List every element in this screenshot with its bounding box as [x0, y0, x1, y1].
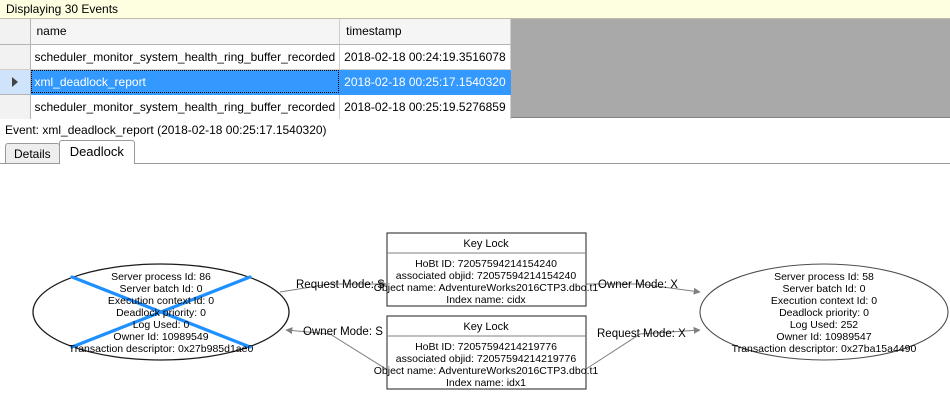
tab-strip: Details Deadlock — [0, 140, 950, 164]
edge-label-request-mode-x: Request Mode: X — [597, 328, 686, 340]
key-lock-bottom-line-3: Index name: idx1 — [446, 377, 526, 389]
process-right-line-0: Server process Id: 58 — [774, 271, 874, 283]
deadlock-graph-canvas[interactable]: Request Mode: S Owner Mode: X Owner Mode… — [0, 164, 950, 400]
cell-name[interactable]: scheduler_monitor_system_health_ring_buf… — [30, 94, 341, 120]
key-lock-top-title: Key Lock — [463, 238, 509, 250]
events-table: name timestamp scheduler_monitor_system_… — [0, 19, 511, 120]
cell-timestamp[interactable]: 2018-02-18 00:25:17.1540320 — [339, 69, 511, 95]
cell-name[interactable]: xml_deadlock_report — [30, 69, 341, 95]
victim-cross-icon — [70, 275, 252, 349]
edge-right-owner-top: Owner Mode: X — [586, 279, 701, 295]
edge-left-request-top: Request Mode: S — [279, 279, 387, 293]
table-row[interactable]: scheduler_monitor_system_health_ring_buf… — [0, 94, 511, 120]
key-lock-top-line-2: Object name: AdventureWorks2016CTP3.dbo.… — [374, 282, 599, 294]
row-selector-cell-current[interactable] — [0, 69, 31, 95]
process-left-line-0: Server process Id: 86 — [111, 271, 211, 283]
key-lock-top-line-0: HoBt ID: 72057594214154240 — [415, 258, 557, 270]
column-header-selector — [0, 19, 31, 45]
process-right-line-3: Deadlock priority: 0 — [779, 307, 869, 319]
resource-node-key-lock-bottom[interactable]: Key Lock HoBt ID: 72057594214219776 asso… — [374, 315, 599, 390]
key-lock-top-frame[interactable] — [386, 232, 587, 307]
displaying-events-banner: Displaying 30 Events — [0, 0, 950, 19]
key-lock-bottom-title: Key Lock — [463, 321, 509, 333]
process-right-line-1: Server batch Id: 0 — [783, 283, 866, 295]
row-selector-cell[interactable] — [0, 94, 31, 120]
process-left-line-6: Transaction descriptor: 0x27b985d1ae0 — [69, 343, 254, 355]
table-header-row: name timestamp — [0, 19, 511, 45]
edge-label-request-mode-s: Request Mode: S — [296, 279, 385, 291]
process-right-line-2: Execution context Id: 0 — [771, 295, 877, 307]
column-header-name[interactable]: name — [30, 19, 341, 45]
current-row-arrow-icon — [11, 77, 18, 88]
process-right-line-5: Owner Id: 10989547 — [776, 331, 871, 343]
process-node-left[interactable]: Server process Id: 86 Server batch Id: 0… — [32, 263, 290, 361]
table-row[interactable]: scheduler_monitor_system_health_ring_buf… — [0, 44, 511, 70]
tab-deadlock[interactable]: Deadlock — [58, 140, 135, 164]
process-right-line-6: Transaction descriptor: 0x27ba15a4490 — [732, 343, 917, 355]
process-left-line-5: Owner Id: 10989549 — [113, 331, 208, 343]
cell-timestamp[interactable]: 2018-02-18 00:25:19.5276859 — [339, 94, 511, 120]
row-selector-cell[interactable] — [0, 44, 31, 70]
displaying-events-text: Displaying 30 Events — [6, 2, 119, 16]
table-row-selected[interactable]: xml_deadlock_report 2018-02-18 00:25:17.… — [0, 69, 511, 95]
key-lock-bottom-line-1: associated objid: 72057594214219776 — [396, 353, 577, 365]
column-header-timestamp[interactable]: timestamp — [339, 19, 511, 45]
process-left-line-2: Execution context Id: 0 — [108, 295, 214, 307]
edge-label-owner-mode-s: Owner Mode: S — [303, 326, 383, 338]
process-node-right[interactable]: Server process Id: 58 Server batch Id: 0… — [699, 263, 949, 361]
tab-strip-underline — [0, 163, 950, 164]
edge-label-owner-mode-x: Owner Mode: X — [598, 279, 678, 291]
process-ellipse-right[interactable] — [699, 263, 949, 361]
event-caption-text: Event: xml_deadlock_report (2018-02-18 0… — [5, 122, 327, 137]
cell-timestamp[interactable]: 2018-02-18 00:24:19.3516078 — [339, 44, 511, 70]
key-lock-top-line-3: Index name: cidx — [446, 294, 526, 306]
key-lock-bottom-line-0: HoBt ID: 72057594214219776 — [415, 341, 557, 353]
edge-right-request-bottom: Request Mode: X — [585, 326, 701, 370]
events-grid[interactable]: name timestamp scheduler_monitor_system_… — [0, 19, 950, 120]
key-lock-bottom-line-2: Object name: AdventureWorks2016CTP3.dbo.… — [374, 365, 599, 377]
process-left-line-3: Deadlock priority: 0 — [116, 307, 206, 319]
tab-details[interactable]: Details — [5, 143, 60, 164]
key-lock-bottom-frame[interactable] — [386, 315, 587, 390]
edge-left-owner-bottom: Owner Mode: S — [285, 326, 387, 370]
key-lock-top-line-1: associated objid: 72057594214154240 — [396, 270, 577, 282]
process-left-line-1: Server batch Id: 0 — [120, 283, 203, 295]
event-caption: Event: xml_deadlock_report (2018-02-18 0… — [0, 119, 950, 140]
resource-node-key-lock-top[interactable]: Key Lock HoBt ID: 72057594214154240 asso… — [374, 232, 599, 307]
cell-name[interactable]: scheduler_monitor_system_health_ring_buf… — [30, 44, 341, 70]
process-left-line-4: Log Used: 0 — [133, 319, 190, 331]
process-right-line-4: Log Used: 252 — [790, 319, 858, 331]
